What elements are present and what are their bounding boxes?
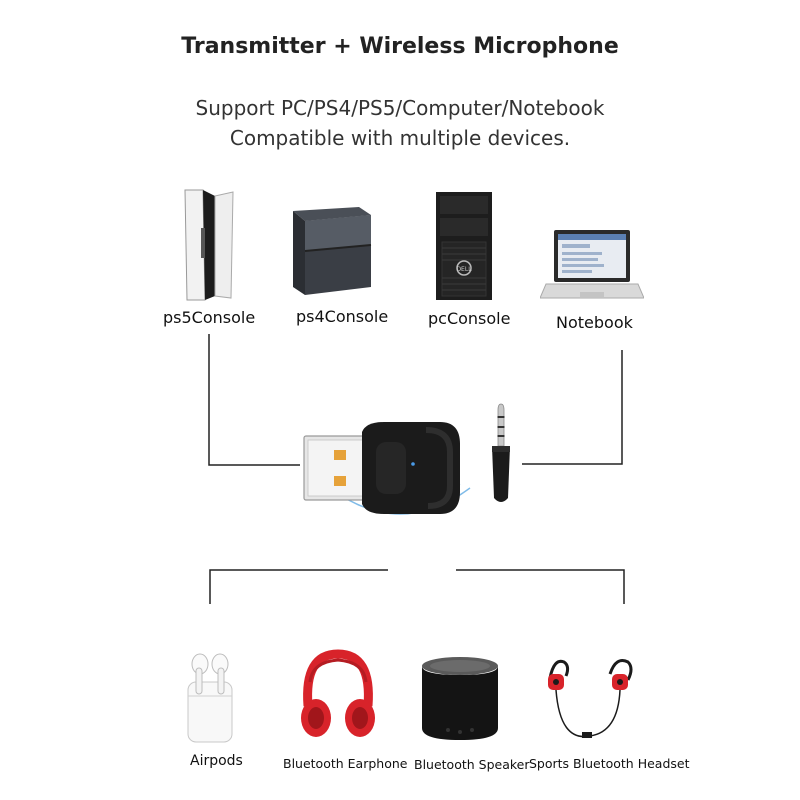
svg-text:DELL: DELL: [456, 266, 472, 273]
bluetooth-earphone-image: [301, 649, 375, 737]
notebook-image: [540, 230, 644, 299]
device-label-bluetooth-speaker: Bluetooth Speaker: [414, 757, 530, 772]
device-label-ps4: ps4Console: [296, 307, 389, 326]
device-label-notebook: Notebook: [556, 313, 633, 332]
ps5-console-image: [184, 189, 234, 301]
device-label-pc: pcConsole: [428, 309, 511, 328]
subtitle-line-1: Support PC/PS4/PS5/Computer/Notebook: [195, 96, 605, 120]
page-title: Transmitter + Wireless Microphone: [181, 34, 619, 59]
usb-transmitter-image: [303, 422, 460, 514]
airpods-image: [187, 653, 233, 743]
wireless-microphone-image: [492, 403, 510, 502]
ps4-console-image: [293, 207, 372, 295]
subtitle-line-2: Compatible with multiple devices.: [229, 126, 571, 150]
pc-console-image: DELL: [436, 192, 492, 300]
device-label-airpods: Airpods: [190, 753, 243, 769]
sports-bluetooth-headset-image: [548, 659, 633, 738]
device-label-ps5: ps5Console: [163, 308, 256, 327]
bluetooth-speaker-image: [422, 657, 498, 740]
device-label-bluetooth-earphone: Bluetooth Earphone: [283, 756, 408, 771]
device-label-sports-headset: Sports Bluetooth Headset: [529, 756, 690, 771]
